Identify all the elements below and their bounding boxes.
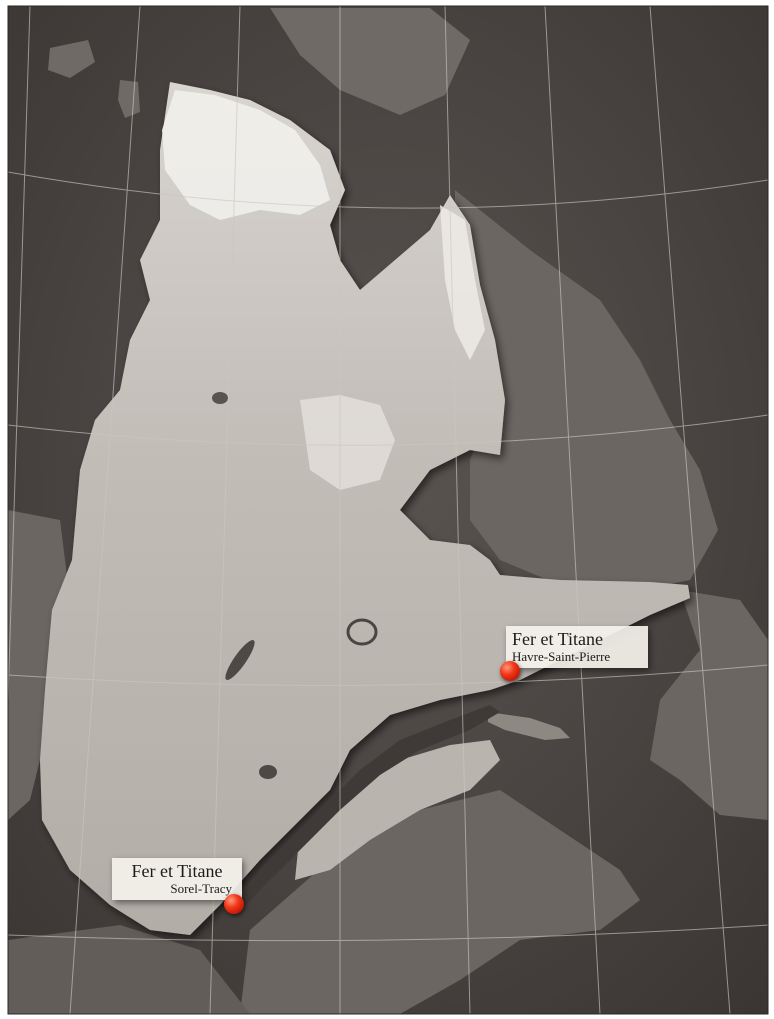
site-place: Sorel-Tracy	[170, 881, 232, 896]
site-marker-sorel-tracy[interactable]	[224, 894, 244, 914]
map-border	[7, 5, 769, 1015]
land-baffin	[270, 8, 470, 115]
land-usa-south	[8, 925, 250, 1014]
land-island-nw	[48, 40, 95, 78]
land-quebec	[40, 82, 690, 935]
site-title: Fer et Titane	[512, 629, 604, 649]
lake-st-jean	[259, 765, 277, 779]
lake-north-1	[212, 392, 228, 404]
st-lawrence-river	[230, 705, 500, 912]
site-title: Fer et Titane	[131, 861, 223, 881]
ice-central	[300, 395, 395, 490]
ice-north	[162, 90, 330, 220]
graticule	[7, 5, 769, 1015]
site-label-sorel-tracy: Fer et Titane Sorel-Tracy	[112, 858, 242, 900]
anticosti-island	[488, 712, 570, 740]
land-ontario	[8, 510, 70, 820]
land-newfoundland	[650, 590, 768, 820]
site-place: Havre-Saint-Pierre	[512, 649, 611, 664]
manicouagan-crater	[346, 618, 378, 646]
lake-mistassini	[225, 640, 255, 680]
site-marker-havre-saint-pierre[interactable]	[500, 661, 520, 681]
site-label-havre-saint-pierre: Fer et Titane Havre-Saint-Pierre	[506, 626, 648, 668]
land-gaspesie	[295, 740, 500, 880]
land-labrador	[455, 190, 718, 590]
